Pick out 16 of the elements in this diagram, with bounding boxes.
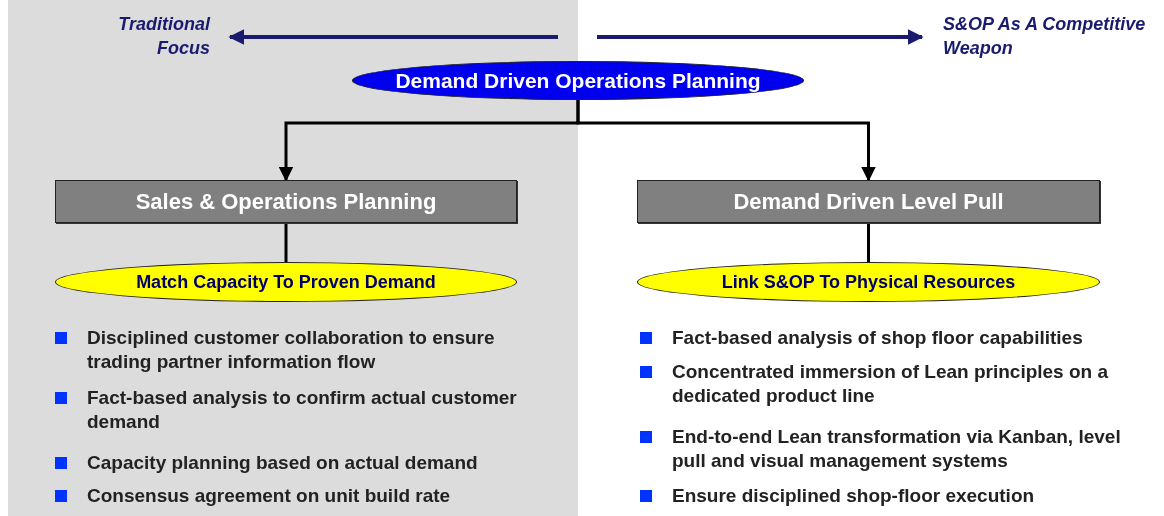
bullet-text: End-to-end Lean transformation via Kanban, level pull and visual management systems (672, 425, 1122, 473)
connector-line (284, 223, 288, 262)
process-box: Sales & Operations Planning (55, 180, 517, 223)
bullet-text: Concentrated immersion of Lean principles on a dedicated product line (672, 360, 1110, 408)
bullet-text: Fact-based analysis of shop floor capabilities (672, 326, 1083, 350)
bullet-text: Disciplined customer collaboration to ensure trading partner information flow (87, 326, 496, 374)
ellipse-node: Link S&OP To Physical Resources (637, 262, 1100, 302)
bullet-text: Ensure disciplined shop-floor execution (672, 484, 1035, 508)
direction-label: Traditional Focus (117, 13, 210, 60)
process-box: Demand Driven Level Pull (637, 180, 1100, 223)
bullet-text: Fact-based analysis to confirm actual customer demand (87, 386, 518, 434)
arrow (576, 100, 876, 182)
bullet-text: Consensus agreement on unit build rate (87, 484, 451, 508)
connector-line (867, 223, 870, 262)
direction-label: S&OP As A Competitive Weapon (943, 13, 1147, 60)
bullet-text: Capacity planning based on actual demand (87, 451, 478, 475)
